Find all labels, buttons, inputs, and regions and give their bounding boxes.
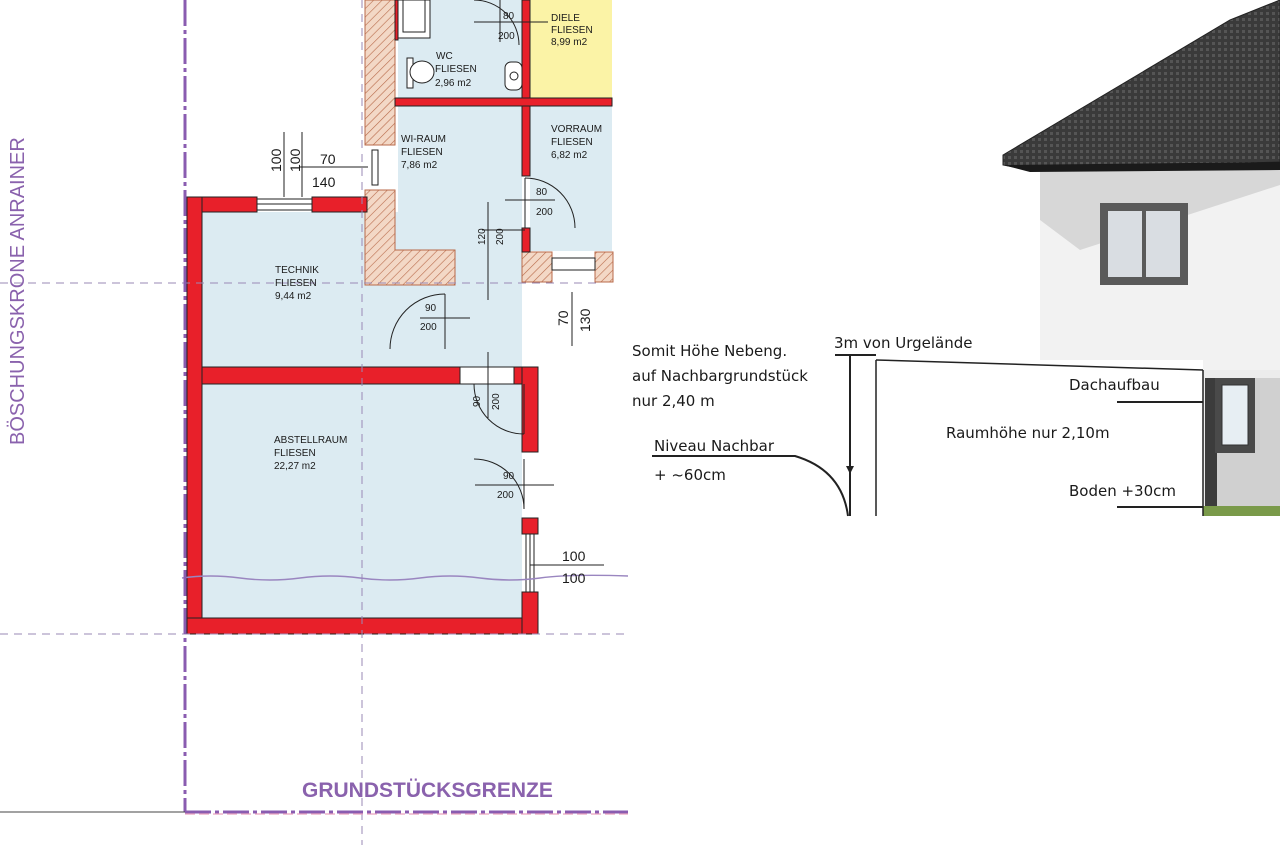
dim-200-corridor-lower: 200 xyxy=(491,393,502,410)
dim-70-right: 70 xyxy=(555,310,571,326)
dim-200-technik: 200 xyxy=(420,322,437,333)
elevation-drawing: Somit Höhe Nebeng. auf Nachbargrundstück… xyxy=(632,0,1280,517)
annex-box xyxy=(876,360,1203,516)
property-boundary xyxy=(0,0,628,815)
room-label-wc-floor: FLIESEN xyxy=(435,64,477,75)
dim-100-right-2: 100 xyxy=(562,570,586,586)
wc-fixtures xyxy=(397,0,523,91)
dim-100-a: 100 xyxy=(268,148,284,172)
label-boden: Boden +30cm xyxy=(1069,482,1176,500)
lower-window xyxy=(1215,378,1255,453)
room-label-diele-floor: FLIESEN xyxy=(551,25,593,36)
room-label-wiraum-area: 7,86 m2 xyxy=(401,160,438,171)
dim-90-technik: 90 xyxy=(425,303,437,314)
dimension-lines xyxy=(283,0,604,566)
boundary-label-bottom: GRUNDSTÜCKSGRENZE xyxy=(302,779,553,802)
dim-80-vorraum: 80 xyxy=(536,187,548,198)
dim-90-corridor: 90 xyxy=(472,395,483,407)
doors xyxy=(389,0,576,510)
dim-140: 140 xyxy=(312,174,336,190)
floor-plan: DIELE FLIESEN 8,99 m2 WC FLIESEN 2,96 m2… xyxy=(0,0,629,845)
label-niveau-offset: + ~60cm xyxy=(654,466,726,484)
note-line-3: nur 2,40 m xyxy=(632,392,715,410)
room-label-wc-name: WC xyxy=(436,51,453,62)
dim-100-right-1: 100 xyxy=(562,548,586,564)
room-label-technik-area: 9,44 m2 xyxy=(275,291,312,302)
dim-90-abstell: 90 xyxy=(503,471,515,482)
room-diele xyxy=(530,0,612,98)
upper-window xyxy=(1100,203,1188,285)
section-wavy-line xyxy=(181,574,629,581)
dim-120: 120 xyxy=(477,228,488,245)
dim-100-b: 100 xyxy=(287,148,303,172)
note-line-1: Somit Höhe Nebeng. xyxy=(632,342,787,360)
guide-lines xyxy=(0,0,628,845)
dim-200-vorraum: 200 xyxy=(536,207,553,218)
hatched-walls xyxy=(364,0,614,286)
room-label-vorraum-name: VORRAUM xyxy=(551,124,602,135)
room-label-vorraum-floor: FLIESEN xyxy=(551,137,593,148)
note-line-2: auf Nachbargrundstück xyxy=(632,367,808,385)
house-roof xyxy=(1002,0,1280,171)
room-label-abstell-name: ABSTELLRAUM xyxy=(274,435,347,446)
room-label-wc-area: 2,96 m2 xyxy=(435,78,472,89)
room-abstellraum xyxy=(202,384,522,618)
label-dachaufbau: Dachaufbau xyxy=(1069,376,1160,394)
dim-200-corridor: 200 xyxy=(495,228,506,245)
room-label-vorraum-area: 6,82 m2 xyxy=(551,150,588,161)
label-3m-von-urgelaende: 3m von Urgelände xyxy=(834,334,973,352)
dim-200-top: 200 xyxy=(498,31,515,42)
room-label-abstell-area: 22,27 m2 xyxy=(274,461,316,472)
label-niveau-nachbar: Niveau Nachbar xyxy=(654,437,775,455)
room-wi-raum xyxy=(398,106,522,386)
room-label-diele-area: 8,99 m2 xyxy=(551,37,588,48)
room-label-wiraum-name: WI-RAUM xyxy=(401,134,446,145)
red-walls xyxy=(186,0,613,635)
room-vorraum xyxy=(530,106,612,251)
room-label-wiraum-floor: FLIESEN xyxy=(401,147,443,158)
label-raumhoehe: Raumhöhe nur 2,10m xyxy=(946,424,1110,442)
room-label-diele-name: DIELE xyxy=(551,13,580,24)
dim-70-window: 70 xyxy=(320,151,336,167)
dim-80-top: 80 xyxy=(503,11,515,22)
room-label-abstell-floor: FLIESEN xyxy=(274,448,316,459)
dim-130: 130 xyxy=(577,308,593,332)
windows xyxy=(256,149,596,593)
ground-strip xyxy=(1203,506,1280,516)
dim-200-abstell: 200 xyxy=(497,490,514,501)
boundary-label-vertical: BÖSCHUNGSKRONE ANRAINER xyxy=(7,137,29,445)
room-label-technik-floor: FLIESEN xyxy=(275,278,317,289)
room-label-technik-name: TECHNIK xyxy=(275,265,319,276)
